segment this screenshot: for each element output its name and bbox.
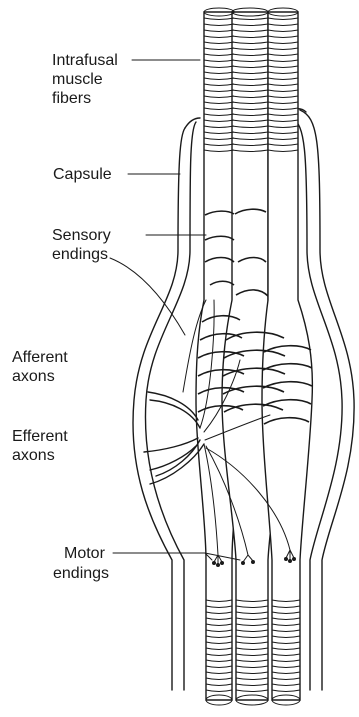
labels: Intrafusal muscle fibers Capsule Sensory…	[12, 52, 118, 582]
label-sensory-2: endings	[52, 246, 108, 263]
intrafusal-fibers	[196, 8, 312, 705]
label-motor-1: Motor	[64, 545, 106, 562]
label-motor-2: endings	[53, 565, 109, 582]
label-intrafusal-1: Intrafusal	[52, 52, 118, 69]
label-capsule: Capsule	[53, 166, 112, 183]
label-sensory-1: Sensory	[52, 227, 111, 244]
label-intrafusal-3: fibers	[52, 90, 91, 107]
label-efferent-1: Efferent	[12, 428, 68, 445]
label-afferent-1: Afferent	[12, 349, 68, 366]
label-efferent-2: axons	[12, 447, 55, 464]
label-intrafusal-2: muscle	[52, 71, 103, 88]
label-afferent-2: axons	[12, 368, 55, 385]
